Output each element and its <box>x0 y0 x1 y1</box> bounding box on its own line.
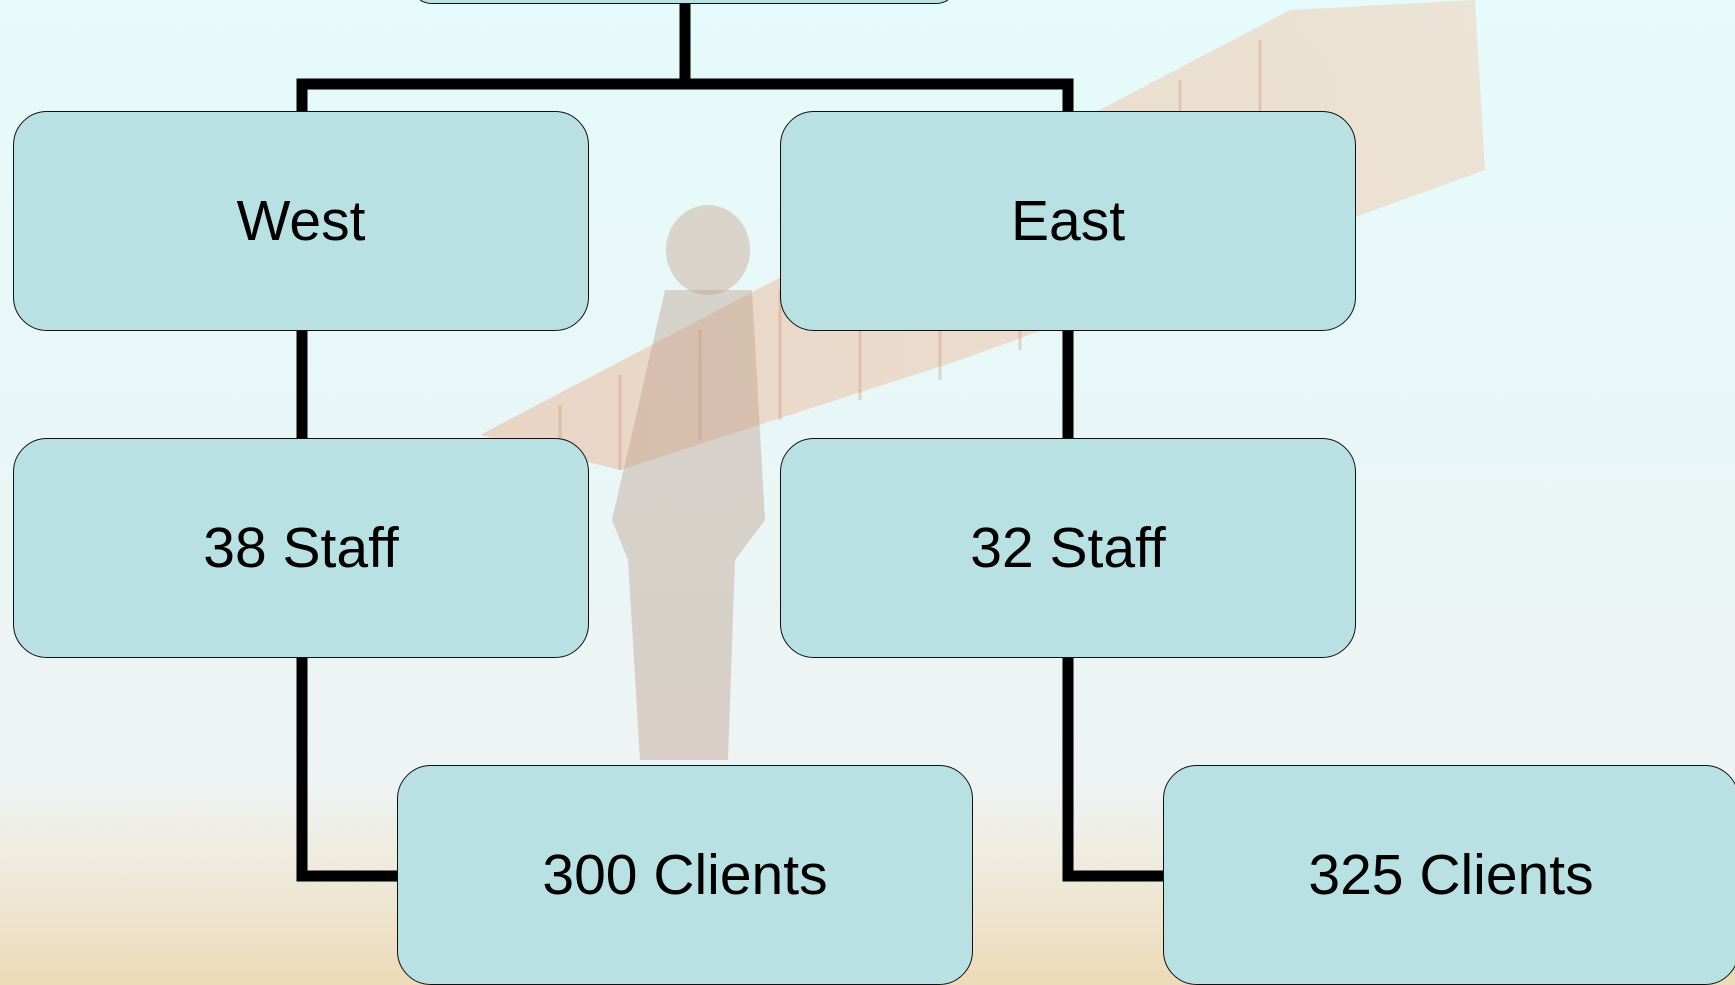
node-east-label: East <box>1010 189 1126 253</box>
node-west-staff-label: 38 Staff <box>203 516 399 580</box>
node-west-clients-label: 300 Clients <box>542 843 828 907</box>
node-west-staff: 38 Staff <box>13 438 589 658</box>
node-east-clients-label: 325 Clients <box>1308 843 1594 907</box>
connector-east-clients <box>1062 652 1171 882</box>
root-node <box>410 0 958 4</box>
node-west: West <box>13 111 589 331</box>
node-east-clients: 325 Clients <box>1163 765 1735 985</box>
node-east-staff-label: 32 Staff <box>970 516 1166 580</box>
connector-west-clients <box>296 652 404 882</box>
node-west-clients: 300 Clients <box>397 765 973 985</box>
node-east-staff: 32 Staff <box>780 438 1356 658</box>
node-west-label: West <box>236 189 366 253</box>
node-east: East <box>780 111 1356 331</box>
